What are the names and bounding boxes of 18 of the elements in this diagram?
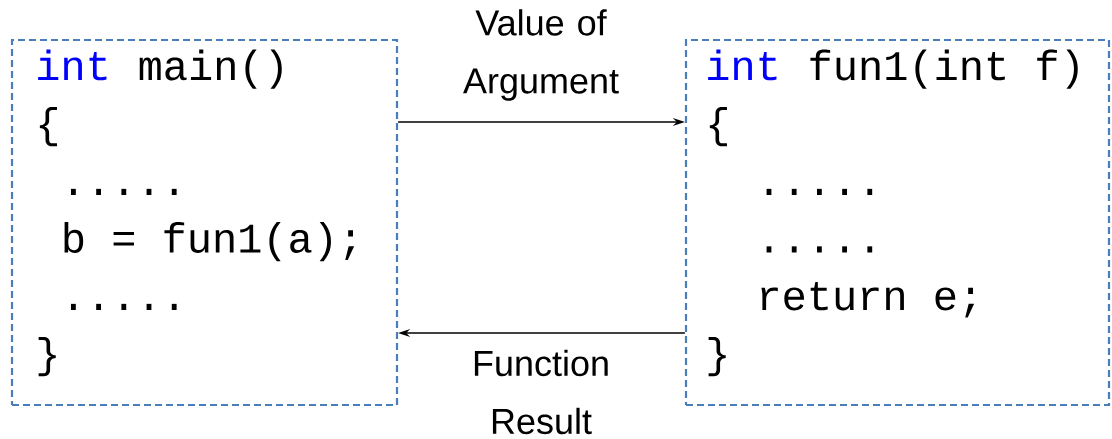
code-line: main() — [139, 49, 282, 89]
code-line: { — [709, 107, 727, 147]
code-line: { — [39, 107, 57, 147]
code-line: b = fun1(a); — [64, 222, 355, 262]
edge-label: Value of Argument — [463, 9, 619, 101]
code-line: } — [38, 337, 56, 377]
code-line: int — [38, 49, 107, 81]
code-box — [10, 38, 399, 407]
code-line: ..... — [71, 188, 177, 195]
code-line: } — [708, 337, 726, 377]
code-line: ..... — [766, 188, 873, 195]
code-line: return e; — [761, 282, 975, 318]
code-line: ..... — [766, 246, 873, 253]
code-line: fun1(int f) — [810, 49, 1078, 89]
code-box — [684, 38, 1111, 407]
edge-label: Function Result — [474, 349, 608, 435]
code-line: ..... — [71, 303, 177, 310]
code-line: int — [708, 49, 777, 81]
